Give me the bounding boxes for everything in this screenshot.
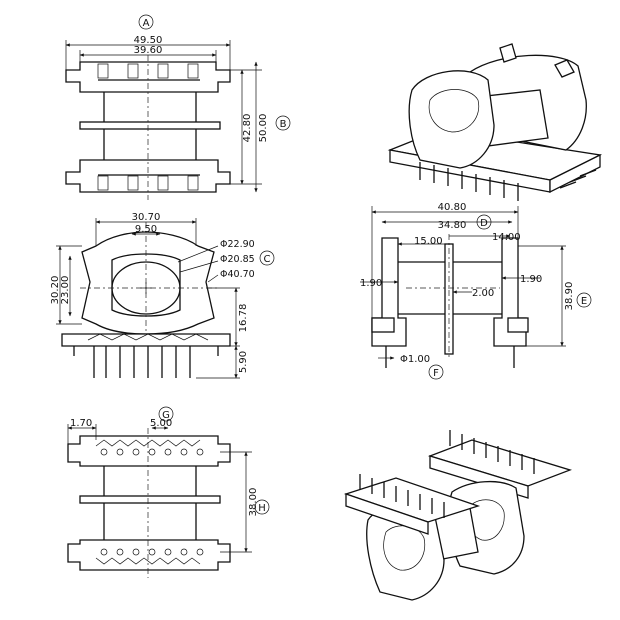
- front-height-2: 23.00: [60, 276, 71, 305]
- label-d: D: [480, 218, 488, 229]
- label-c: C: [264, 254, 271, 265]
- side-right-wall: 1.90: [520, 274, 542, 285]
- label-g: G: [162, 410, 170, 421]
- label-b: B: [280, 119, 287, 130]
- label-a: A: [143, 18, 150, 29]
- label-h: H: [258, 503, 266, 514]
- top-view: 49.50 39.60 A 42.80 50.00 B: [65, 14, 291, 200]
- isometric-bottom: [343, 430, 573, 601]
- front-dia-1: Φ22.90: [220, 239, 255, 250]
- bottom-pin-offset: 1.70: [70, 418, 92, 429]
- side-left-wall: 1.90: [360, 278, 382, 289]
- label-f: F: [433, 368, 439, 379]
- side-width-d: 15.00: [414, 236, 443, 247]
- top-width-inner: 39.60: [134, 45, 163, 56]
- front-height-3: 16.78: [238, 304, 249, 333]
- label-e: E: [581, 296, 587, 307]
- side-view: 40.80 34.80 D 14.00 15.00 1.90 1.90 2.00…: [360, 202, 592, 380]
- top-width-outer: 49.50: [134, 35, 163, 46]
- top-height-inner: 42.80: [242, 114, 253, 143]
- front-dia-3: Φ40.70: [220, 269, 255, 280]
- side-center-gap: 2.00: [472, 288, 494, 299]
- side-pin-dia: Φ1.00: [400, 354, 430, 365]
- front-view: 30.70 9.50 Φ22.90 Φ20.85 C Φ40.70 30.20 …: [50, 212, 275, 379]
- front-inner-width: 9.50: [135, 224, 157, 235]
- side-width-c: 14.00: [492, 232, 521, 243]
- front-pin-length: 5.90: [238, 351, 249, 373]
- front-width: 30.70: [132, 212, 161, 223]
- isometric-top: [387, 43, 603, 201]
- side-width-mid: 34.80: [438, 220, 467, 231]
- bottom-view: 1.70 5.00 G 38.00 H: [67, 406, 270, 578]
- bottom-pin-pitch: 5.00: [150, 418, 172, 429]
- front-height-1: 30.20: [50, 276, 61, 305]
- front-dia-2: Φ20.85: [220, 254, 255, 265]
- bottom-row-spacing: 38.00: [248, 488, 259, 517]
- side-width-outer: 40.80: [438, 202, 467, 213]
- side-height: 38.90: [564, 282, 575, 311]
- top-height-outer: 50.00: [258, 114, 269, 143]
